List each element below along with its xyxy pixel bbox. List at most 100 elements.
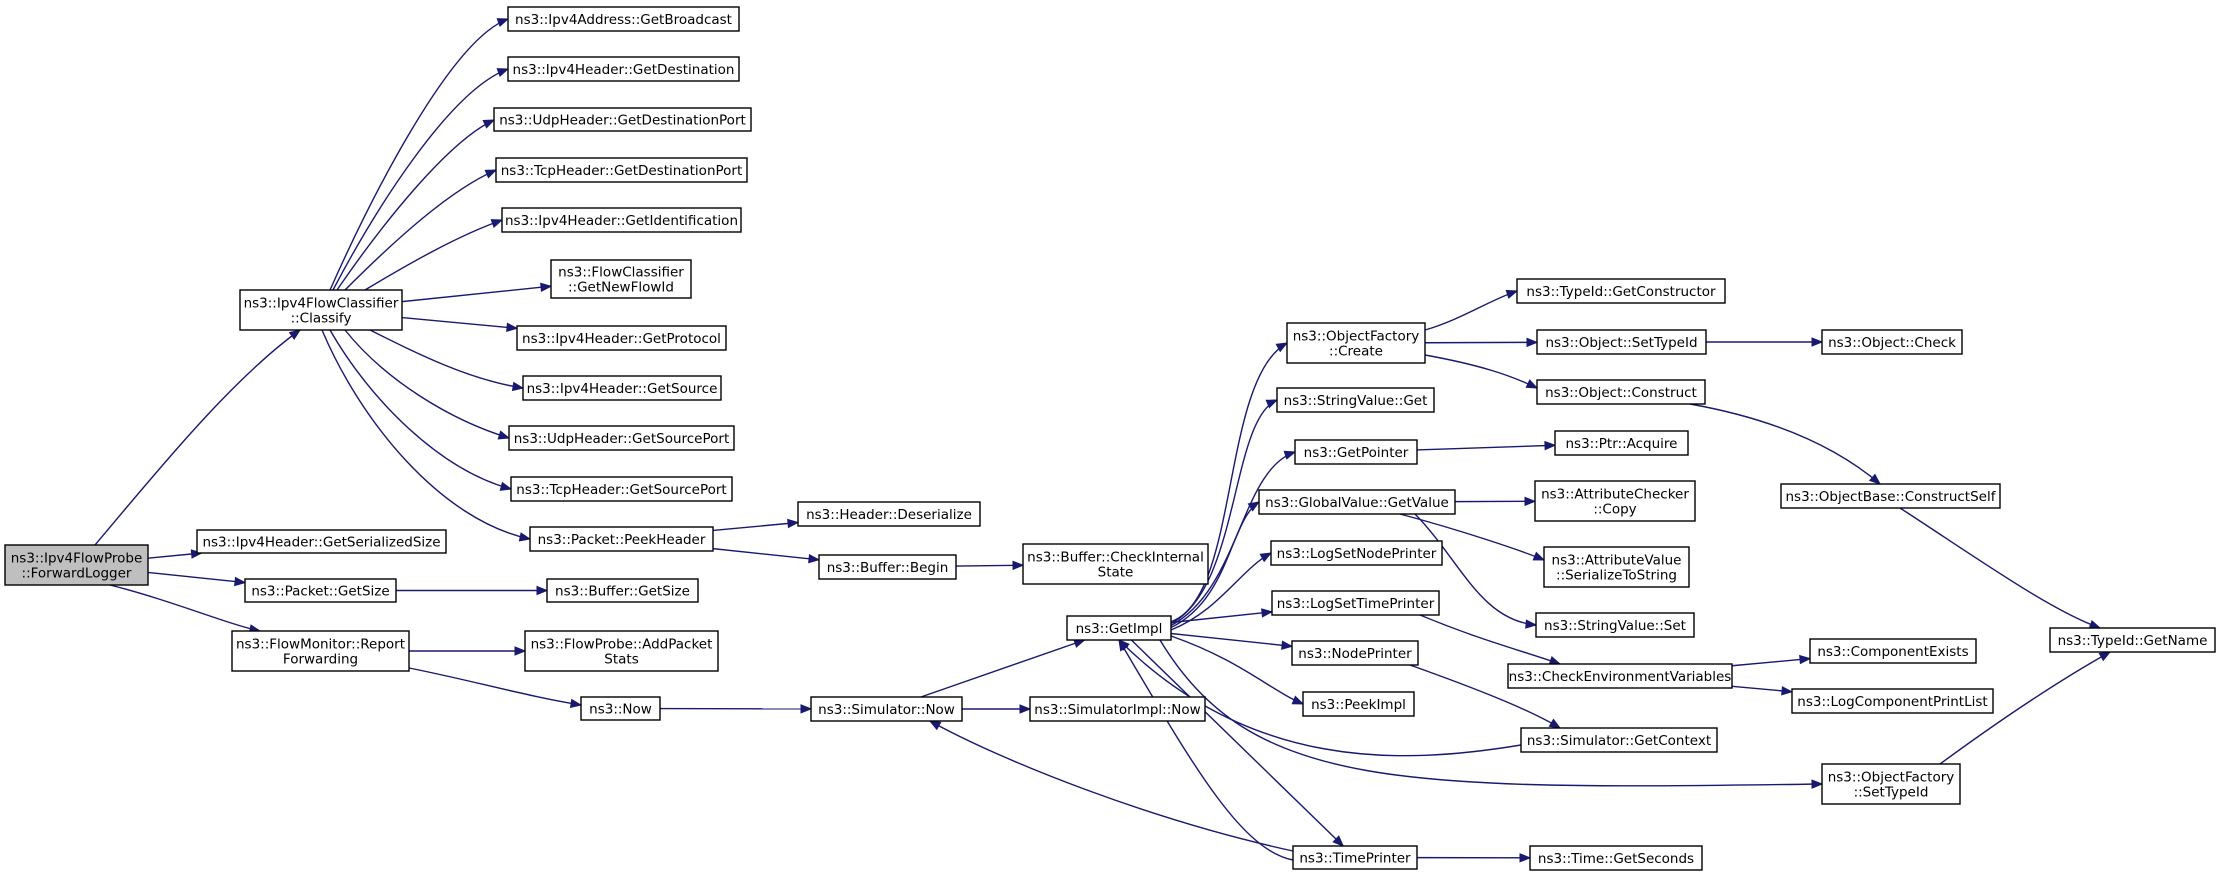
node-buffer-get-size[interactable]: ns3::Buffer::GetSize	[546, 578, 699, 603]
node-string-value-get[interactable]: ns3::StringValue::Get	[1276, 387, 1435, 413]
node-get-pointer[interactable]: ns3::GetPointer	[1294, 439, 1418, 465]
node-tcp-get-source-port[interactable]: ns3::TcpHeader::GetSourcePort	[510, 476, 733, 502]
node-ptr-acquire[interactable]: ns3::Ptr::Acquire	[1554, 430, 1689, 456]
node-node-printer[interactable]: ns3::NodePrinter	[1291, 640, 1419, 666]
node-get-new-flow-id[interactable]: ns3::FlowClassifier::GetNewFlowId	[550, 259, 692, 299]
node-get-protocol[interactable]: ns3::Ipv4Header::GetProtocol	[516, 325, 727, 351]
node-label: ns3::Ipv4FlowProbe	[11, 551, 143, 567]
node-now[interactable]: ns3::Now	[580, 696, 661, 721]
node-tcp-get-dest-port[interactable]: ns3::TcpHeader::GetDestinationPort	[495, 157, 748, 183]
node-simulator-impl-now[interactable]: ns3::SimulatorImpl::Now	[1029, 696, 1206, 722]
node-box	[1516, 278, 1726, 304]
edge-get-impl-to-node-printer-arrowhead	[1281, 640, 1294, 650]
node-attr-value-serialize[interactable]: ns3::AttributeValue::SerializeToString	[1543, 546, 1690, 588]
node-box	[2049, 627, 2216, 653]
node-label: ::SetTypeId	[1854, 785, 1929, 801]
node-udp-get-source-port[interactable]: ns3::UdpHeader::GetSourcePort	[508, 425, 735, 451]
node-log-component-print-list[interactable]: ns3::LogComponentPrintList	[1791, 688, 1994, 714]
node-object-factory-set-type-id[interactable]: ns3::ObjectFactory::SetTypeId	[1821, 763, 1961, 805]
node-packet-get-size[interactable]: ns3::Packet::GetSize	[244, 578, 397, 603]
node-object-construct[interactable]: ns3::Object::Construct	[1536, 379, 1706, 405]
edge-get-impl-to-log-set-time-printer	[1170, 611, 1273, 624]
node-label: ns3::GetImpl	[1076, 621, 1163, 637]
node-label: ns3::Buffer::Begin	[827, 560, 949, 576]
edge-get-impl-to-object-factory-set-type-id	[1159, 639, 1823, 787]
edge-classify-to-udp-get-source-port	[344, 329, 510, 439]
node-type-id-get-constructor[interactable]: ns3::TypeId::GetConstructor	[1516, 278, 1726, 304]
node-get-serialized-size[interactable]: ns3::Ipv4Header::GetSerializedSize	[196, 529, 447, 554]
node-label: ns3::FlowClassifier	[558, 265, 684, 281]
node-get-impl[interactable]: ns3::GetImpl	[1066, 615, 1172, 641]
node-box	[1536, 329, 1707, 355]
node-box	[550, 259, 692, 299]
node-peek-header[interactable]: ns3::Packet::PeekHeader	[529, 526, 714, 552]
node-get-broadcast[interactable]: ns3::Ipv4Address::GetBroadcast	[507, 6, 740, 32]
edge-global-value-get-value-to-attr-checker-copy-arrowhead	[1524, 496, 1537, 507]
node-type-id-get-name[interactable]: ns3::TypeId::GetName	[2049, 627, 2216, 653]
node-box	[1543, 546, 1690, 588]
node-get-identification[interactable]: ns3::Ipv4Header::GetIdentification	[501, 207, 742, 233]
node-buffer-begin[interactable]: ns3::Buffer::Begin	[818, 554, 957, 580]
node-header-deserialize[interactable]: ns3::Header::Deserialize	[797, 501, 981, 527]
node-box	[1291, 640, 1419, 666]
node-label: Stats	[604, 652, 638, 668]
node-label: ns3::Ipv4FlowClassifier	[244, 296, 399, 312]
node-label: ns3::NodePrinter	[1298, 646, 1412, 662]
node-label: ns3::FlowMonitor::Report	[236, 637, 405, 653]
edge-log-set-time-printer-to-check-env-vars	[1419, 614, 1561, 665]
edge-root-to-report-forwarding	[109, 584, 261, 632]
node-time-printer[interactable]: ns3::TimePrinter	[1292, 845, 1418, 870]
node-label: ns3::Ipv4Address::GetBroadcast	[515, 12, 732, 28]
node-label: ns3::GetPointer	[1304, 445, 1409, 461]
edge-time-printer-to-simulator-now-arrowhead	[928, 720, 942, 731]
node-get-source[interactable]: ns3::Ipv4Header::GetSource	[522, 375, 722, 401]
edge-classify-to-tcp-get-dest-port-arrowhead	[484, 169, 498, 179]
node-label: ns3::ComponentExists	[1817, 644, 1968, 660]
node-box	[495, 157, 748, 183]
node-construct-self[interactable]: ns3::ObjectBase::ConstructSelf	[1780, 483, 2001, 509]
node-classify[interactable]: ns3::Ipv4FlowClassifier::Classify	[239, 289, 403, 331]
node-box	[4, 544, 149, 586]
edge-report-forwarding-to-now	[408, 667, 582, 706]
node-box	[524, 630, 719, 672]
edge-object-factory-create-to-object-construct-arrowhead	[1525, 379, 1539, 389]
node-label: ns3::Buffer::CheckInternal	[1027, 550, 1204, 566]
node-label: ns3::AttributeValue	[1552, 553, 1682, 569]
node-box	[1022, 543, 1209, 585]
node-peek-impl[interactable]: ns3::PeekImpl	[1302, 691, 1415, 717]
node-box	[1271, 590, 1440, 616]
edge-classify-to-udp-get-dest-port	[336, 119, 495, 291]
node-attr-checker-copy[interactable]: ns3::AttributeChecker::Copy	[1534, 480, 1696, 522]
node-component-exists[interactable]: ns3::ComponentExists	[1809, 638, 1977, 664]
node-box	[493, 107, 752, 132]
node-box	[1780, 483, 2001, 509]
node-box	[244, 578, 397, 603]
node-box	[1029, 696, 1206, 722]
edge-root-to-packet-get-size-arrowhead	[234, 576, 247, 587]
node-time-get-seconds[interactable]: ns3::Time::GetSeconds	[1529, 845, 1703, 871]
edge-classify-to-tcp-get-source-port	[329, 329, 512, 490]
node-udp-get-dest-port[interactable]: ns3::UdpHeader::GetDestinationPort	[493, 107, 752, 132]
node-object-factory-create[interactable]: ns3::ObjectFactory::Create	[1286, 322, 1426, 364]
node-simulator-get-context[interactable]: ns3::Simulator::GetContext	[1520, 727, 1718, 753]
node-label: ns3::Object::Construct	[1545, 385, 1697, 401]
edge-root-to-classify	[94, 329, 301, 546]
node-box	[1529, 845, 1703, 871]
node-global-value-get-value[interactable]: ns3::GlobalValue::GetValue	[1258, 489, 1456, 515]
node-log-set-node-printer[interactable]: ns3::LogSetNodePrinter	[1270, 540, 1443, 566]
node-get-destination[interactable]: ns3::Ipv4Header::GetDestination	[507, 56, 740, 82]
node-check-env-vars[interactable]: ns3::CheckEnvironmentVariables	[1507, 663, 1733, 689]
node-object-set-type-id[interactable]: ns3::Object::SetTypeId	[1536, 329, 1707, 355]
node-root[interactable]: ns3::Ipv4FlowProbe::ForwardLogger	[4, 544, 149, 586]
node-log-set-time-printer[interactable]: ns3::LogSetTimePrinter	[1271, 590, 1440, 616]
node-string-value-set[interactable]: ns3::StringValue::Set	[1535, 612, 1695, 638]
node-label: ns3::TimePrinter	[1299, 851, 1411, 867]
edge-report-forwarding-to-now-arrowhead	[569, 698, 583, 709]
node-object-check[interactable]: ns3::Object::Check	[1821, 329, 1963, 355]
node-simulator-now[interactable]: ns3::Simulator::Now	[810, 696, 963, 722]
edge-object-factory-create-to-type-id-get-constructor-arrowhead	[1505, 289, 1519, 299]
